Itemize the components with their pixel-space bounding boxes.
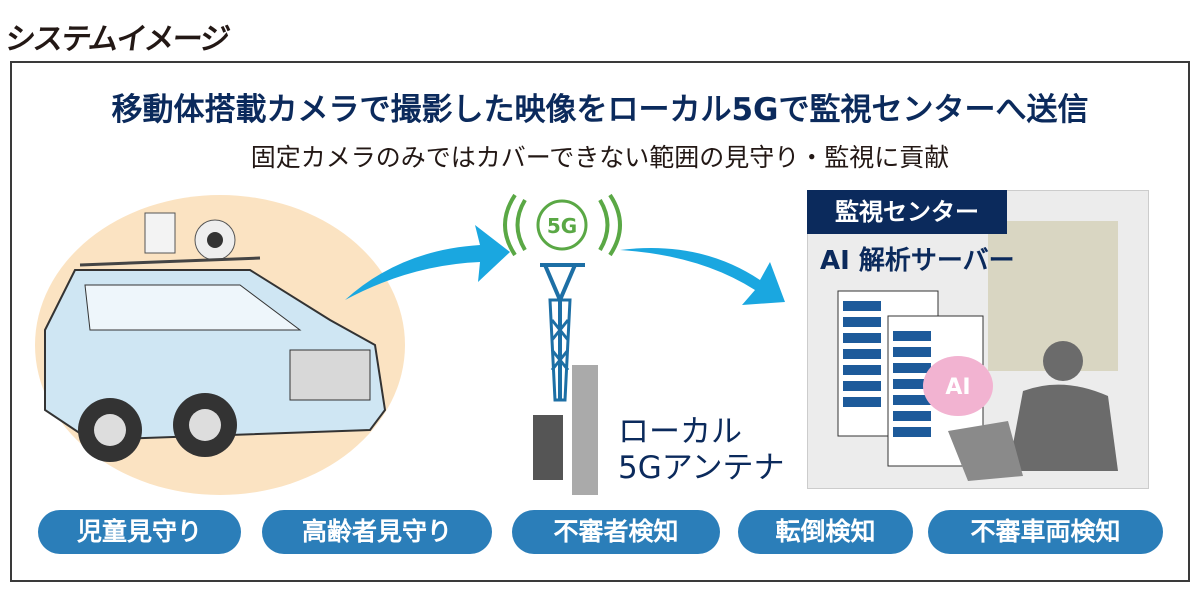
use-case-suspicious-vehicle: 不審車両検知 [928, 510, 1163, 554]
antenna-label: ローカル 5Gアンテナ [618, 414, 785, 486]
antenna-tower-illustration [503, 193, 622, 495]
ai-server-label: AI 解析サーバー [820, 246, 1015, 276]
server-room-illustration: AI [837, 221, 1118, 481]
ai-brain-label: AI [945, 375, 970, 400]
use-case-fall-detection: 転倒検知 [738, 510, 913, 554]
use-case-suspicious-person: 不審者検知 [512, 510, 720, 554]
use-case-child-watch: 児童見守り [38, 510, 241, 554]
signal-5g-label: 5G [547, 214, 577, 238]
subtitle: 固定カメラのみではカバーできない範囲の見守り・監視に貢献 [250, 143, 950, 172]
monitoring-center-panel: AI [807, 190, 1149, 489]
arrow-tower-to-center [620, 248, 785, 305]
diagram-frame [10, 61, 1190, 582]
antenna-label-line2: 5Gアンテナ [618, 450, 785, 486]
headline: 移動体搭載カメラで撮影した映像をローカル5Gで監視センターへ送信 [111, 92, 1089, 128]
arrow-car-to-tower [345, 225, 510, 300]
antenna-label-line1: ローカル [618, 414, 742, 450]
monitoring-center-header: 監視センター [807, 190, 1007, 234]
camera-car-illustration [35, 195, 405, 495]
use-case-elderly-watch: 高齢者見守り [262, 510, 492, 554]
